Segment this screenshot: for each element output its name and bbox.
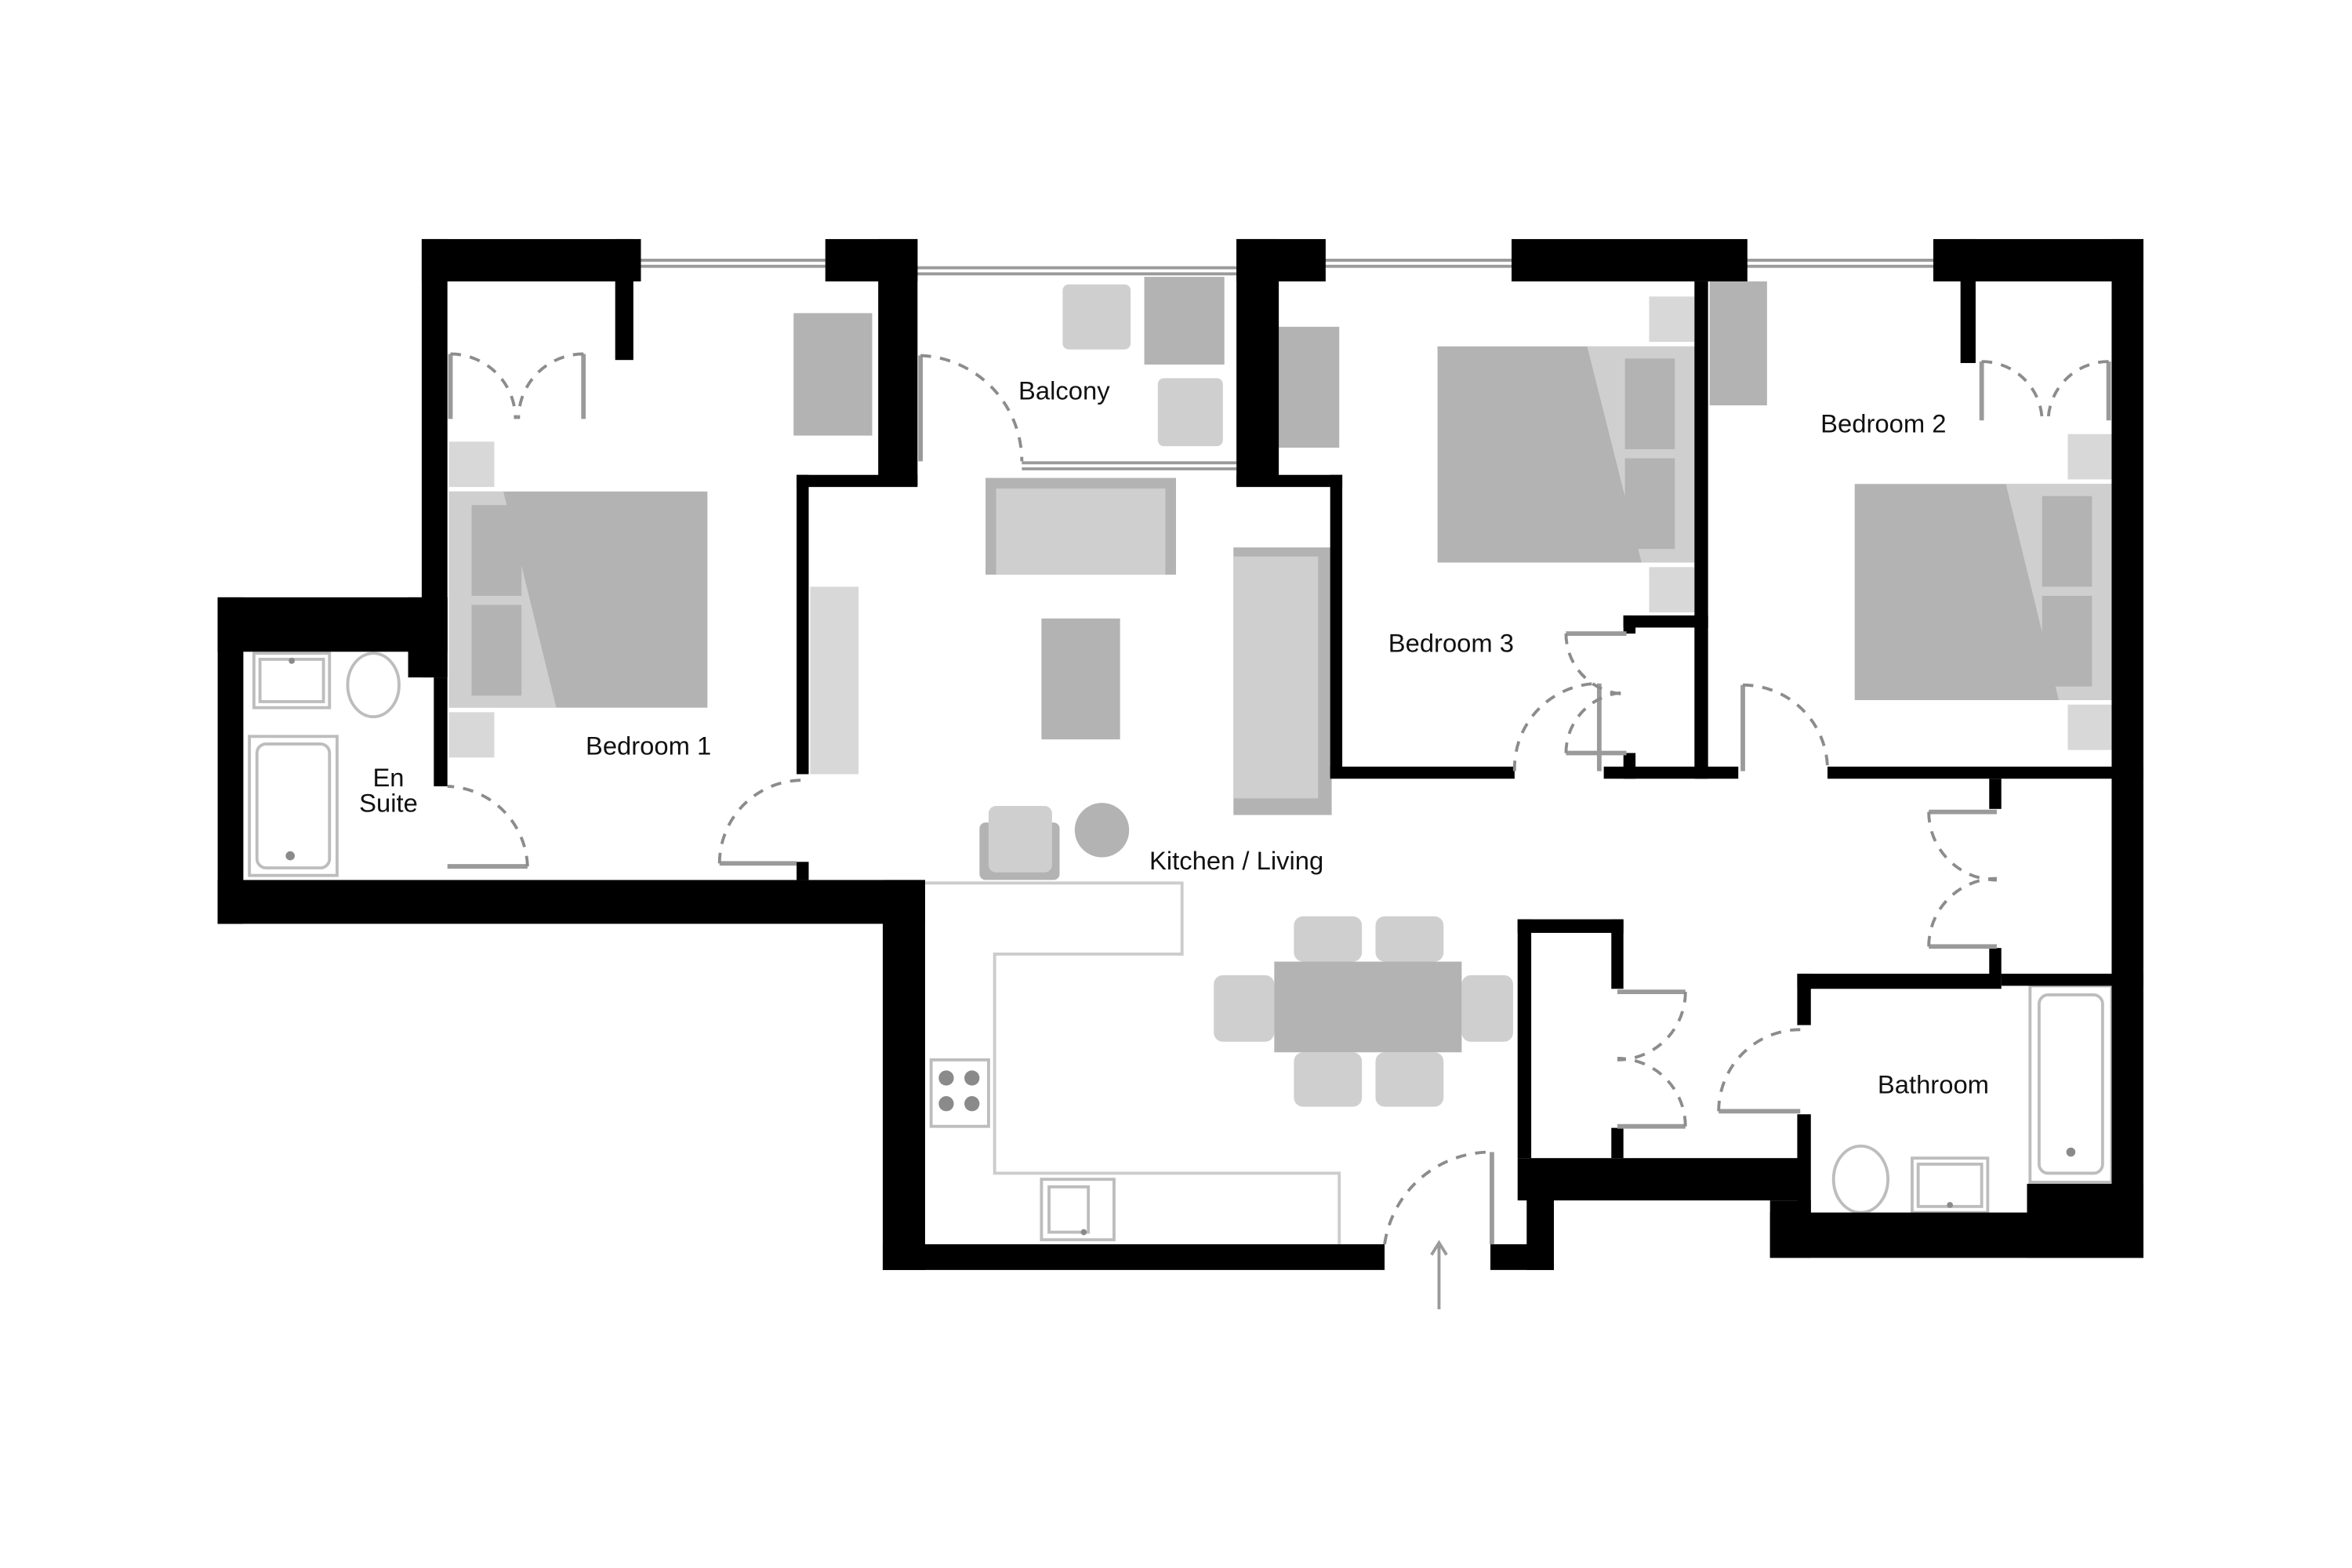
room-labels: Balcony Bedroom 1 Bedroom 2 Bedroom 3 En… xyxy=(359,376,1989,1098)
kitchen-sink-bowl xyxy=(1047,1185,1091,1234)
balcony-side-table xyxy=(1144,277,1225,365)
living-sideboard xyxy=(810,586,859,775)
bedroom-3-nightstand-bottom xyxy=(1649,567,1695,613)
bedroom-1-pillow-top xyxy=(471,505,522,596)
living-long-sofa-seat xyxy=(1233,556,1319,799)
bathroom-bath-inner xyxy=(2037,993,2104,1175)
kitchen-hob xyxy=(929,1058,990,1128)
en-suite-bath-drain xyxy=(285,851,295,861)
dining-chair-bottom-right xyxy=(1375,1052,1444,1107)
living-sofa-seat xyxy=(996,488,1166,575)
dining-chair-top-right xyxy=(1375,916,1444,962)
bathroom-toilet xyxy=(1831,1144,1890,1214)
bedroom-1-pillow-bottom xyxy=(471,604,522,696)
en-suite-bath-inner xyxy=(255,742,332,869)
bedroom-1-wardrobe xyxy=(793,313,873,436)
dining-table xyxy=(1274,961,1462,1053)
en-suite-label-line-1: En xyxy=(372,763,404,792)
hob-ring-1 xyxy=(938,1070,954,1086)
kitchen-sink-drain xyxy=(1080,1229,1087,1236)
hob-ring-2 xyxy=(964,1070,980,1086)
furniture-layer xyxy=(248,277,2114,1245)
balcony-chair-bottom xyxy=(1157,378,1223,447)
bathroom-label: Bathroom xyxy=(1878,1069,1989,1098)
bedroom-1-nightstand-top xyxy=(448,441,495,488)
en-suite-basin-bowl xyxy=(258,658,325,703)
doors xyxy=(447,352,2111,1309)
dining-chair-right xyxy=(1461,975,1513,1042)
bathroom-basin-tap xyxy=(1947,1202,1954,1208)
bedroom-3-pillow-top xyxy=(1624,358,1675,449)
dining-chair-left xyxy=(1214,975,1275,1042)
bedroom-2-pillow-top xyxy=(2042,495,2092,587)
hob-ring-3 xyxy=(938,1096,954,1112)
balcony-chair-left xyxy=(1062,284,1131,350)
bedroom-2-nightstand-bottom xyxy=(2067,704,2114,750)
bedroom-2-wardrobe xyxy=(1709,281,1767,406)
dining-chair-top-left xyxy=(1294,916,1363,962)
bathroom-bath-drain xyxy=(2066,1147,2076,1157)
dining-chair-bottom-left xyxy=(1294,1052,1363,1107)
bedroom-1-nightstand-bottom xyxy=(448,712,495,758)
bedroom-1-label: Bedroom 1 xyxy=(586,731,711,760)
bedroom-2-nightstand-top xyxy=(2067,434,2114,480)
en-suite-toilet xyxy=(346,652,401,719)
living-round-table xyxy=(1074,803,1130,858)
en-suite-basin-tap xyxy=(289,658,295,664)
glazing xyxy=(639,259,1933,470)
walls xyxy=(217,238,2143,1270)
bedroom-3-nightstand-top xyxy=(1649,296,1695,343)
en-suite-label-line-2: Suite xyxy=(359,789,418,818)
bedroom-3-pillow-bottom xyxy=(1624,458,1675,550)
kitchen-living-label: Kitchen / Living xyxy=(1149,846,1323,875)
kitchen-counter xyxy=(924,881,1341,1245)
balcony-label: Balcony xyxy=(1018,376,1110,405)
bathroom-basin-bowl xyxy=(1916,1162,1984,1208)
bedroom-2-pillow-bottom xyxy=(2042,595,2092,687)
bedroom-2-label: Bedroom 2 xyxy=(1820,409,1946,438)
bedroom-3-label: Bedroom 3 xyxy=(1388,628,1514,657)
living-coffee-table xyxy=(1041,618,1120,740)
hob-ring-4 xyxy=(964,1096,980,1112)
living-armchair-seat xyxy=(988,805,1052,873)
bedroom-3-wardrobe xyxy=(1279,326,1340,448)
